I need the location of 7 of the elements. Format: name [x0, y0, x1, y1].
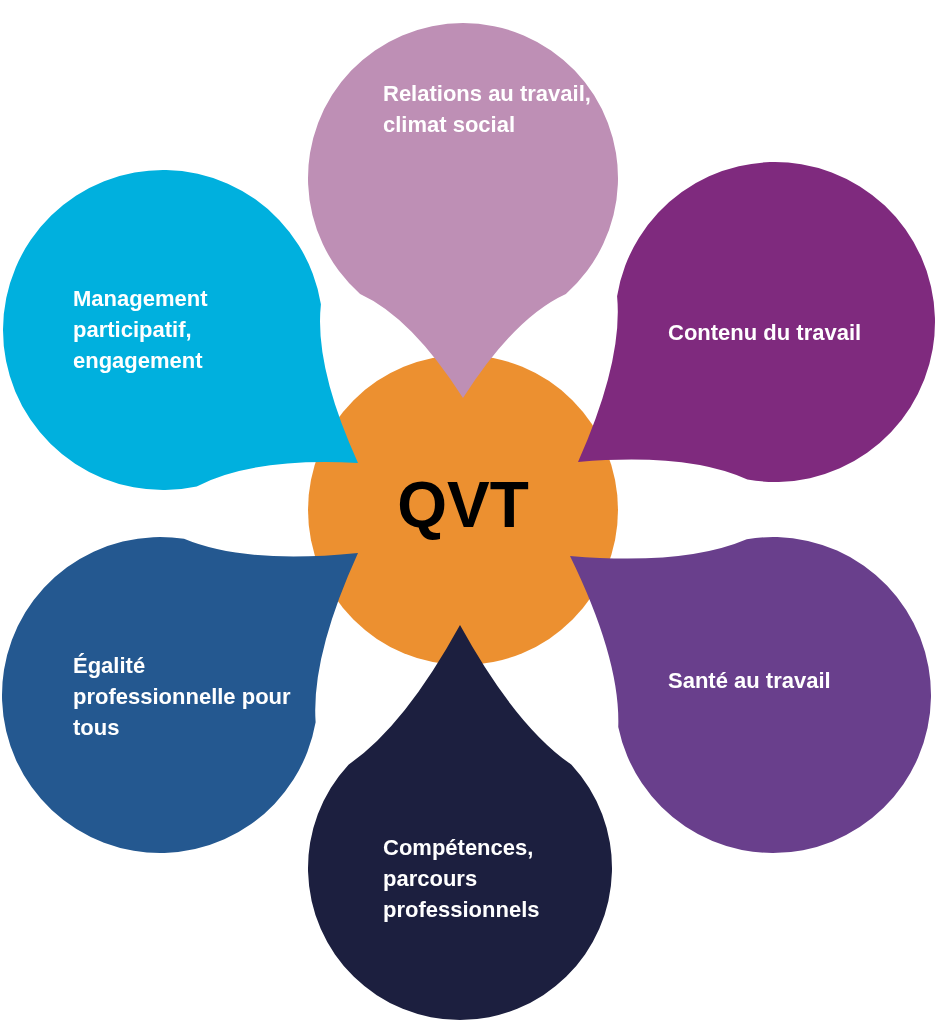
petal-label: Management participatif, engagement: [73, 285, 209, 375]
petal-label: Contenu du travail: [668, 319, 863, 347]
petal-label: Relations au travail, climat social: [383, 80, 592, 139]
petal-label: Compétences, parcours professionnels: [383, 834, 541, 924]
center-title: QVT: [396, 468, 530, 542]
petal-label: Égalité professionnelle pour tous: [73, 652, 292, 742]
petal-label: Santé au travail: [668, 667, 832, 695]
